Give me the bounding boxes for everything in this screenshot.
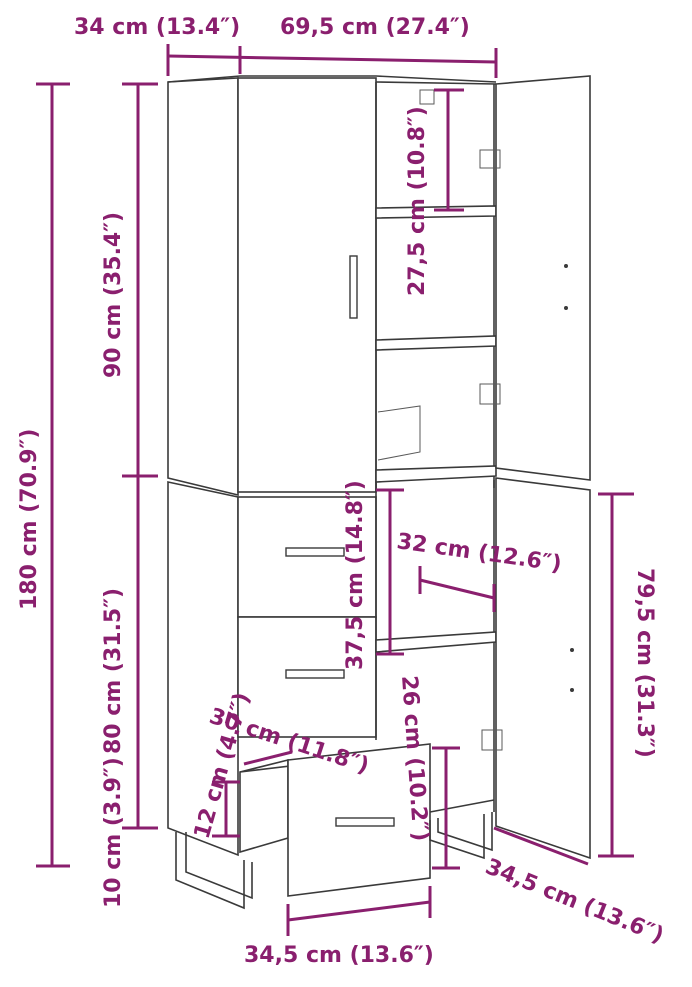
dimension-lines	[36, 44, 634, 936]
upper-hinge-2	[479, 383, 501, 405]
lower-side-panel	[167, 481, 239, 857]
label-upper-height: 90 cm (35.4″)	[101, 212, 126, 378]
label-right-door-height: 79,5 cm (31.3″)	[632, 568, 657, 758]
upper-open-compartment	[375, 81, 497, 492]
upper-hinge-1	[479, 149, 501, 169]
label-upper-shelf-gap: 27,5 cm (10.8″)	[405, 106, 430, 296]
label-leg-height: 10 cm (3.9″)	[101, 757, 126, 908]
upper-door-handle	[349, 255, 358, 319]
lower-right-door-open	[495, 477, 591, 860]
label-right-depth: 34,5 cm (13.6″)	[482, 854, 667, 948]
label-total-height: 180 cm (70.9″)	[17, 429, 42, 610]
middle-shelf	[375, 465, 497, 483]
lower-hinge	[481, 729, 503, 751]
upper-shelf-1	[375, 205, 497, 219]
upper-right-door-open	[495, 75, 591, 481]
cabinet-top	[167, 75, 497, 83]
drawer-3-handle	[335, 817, 395, 827]
drawer-1	[237, 496, 377, 618]
label-lower-inner-height: 37,5 cm (14.8″)	[343, 480, 368, 670]
cabinet-drawing	[167, 75, 591, 910]
wall-bracket	[419, 89, 435, 105]
label-width-top: 69,5 cm (27.4″)	[280, 15, 470, 40]
lower-shelf	[375, 631, 497, 653]
upper-side-panel	[167, 77, 239, 497]
drawer-2-handle	[285, 669, 345, 679]
metal-legs	[175, 812, 493, 910]
label-lower-height: 80 cm (31.5″)	[101, 588, 126, 754]
drawer-1-handle	[285, 547, 345, 557]
drawer-3-open	[239, 743, 431, 897]
label-depth-top: 34 cm (13.4″)	[74, 15, 240, 40]
label-drawer-width: 34,5 cm (13.6″)	[244, 943, 434, 968]
upper-shelf-2	[375, 335, 497, 351]
